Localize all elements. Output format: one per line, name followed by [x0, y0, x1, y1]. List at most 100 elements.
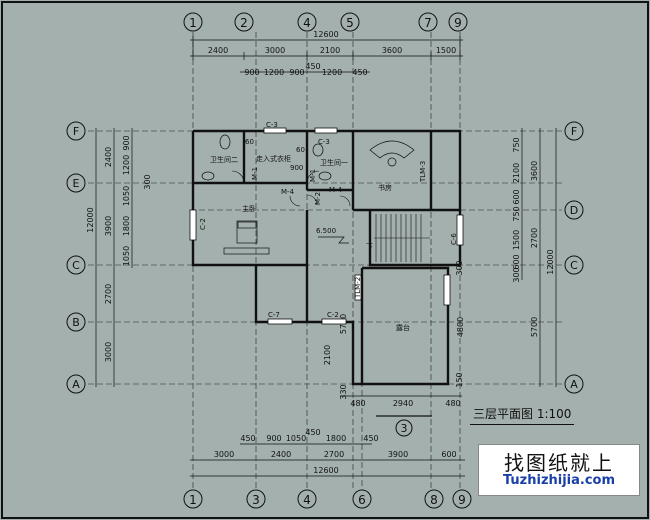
dim-left-3: 1200	[122, 155, 131, 175]
bottom-dimension-labels: 450 900 1050 450 1800 450 3000 2400 2700…	[214, 260, 464, 475]
axis-left-A: A	[72, 378, 80, 391]
right-dimension-labels: 750 2100 600 750 1500 600 300 3600 2700 …	[456, 137, 555, 337]
door-label-tlm3: TLM-3	[419, 161, 427, 183]
top-axis-labels: 1 2 4 5 7 9	[189, 16, 462, 30]
door-swing-m4-right	[339, 195, 351, 207]
dim-right-mid-3: 4800	[456, 317, 465, 337]
desk-icon	[369, 140, 415, 159]
top-dimension-labels: 12600 2400 3000 2100 3600 1500 900 1200 …	[208, 30, 456, 77]
axis-bottom-6: 9	[458, 493, 466, 507]
axis-bottom-2: 3	[252, 493, 260, 507]
section-marker-label: 3	[401, 422, 408, 435]
dim-left-1: 2400	[104, 147, 113, 167]
axis-left-E: E	[73, 177, 80, 190]
dim-right-2: 2100	[512, 163, 521, 183]
axis-right-D: D	[570, 204, 578, 217]
dim-inner-1: 2100	[323, 345, 332, 365]
brand-badge[interactable]: 找图纸就上 Tuzhizhijia.com	[478, 444, 640, 496]
axis-left-C: C	[72, 259, 80, 272]
window-label-c2-bottom: C-2	[327, 311, 339, 319]
dim-top-span-4: 3600	[382, 46, 402, 55]
axis-bottom-4: 6	[358, 493, 366, 507]
dim-bottom-span-4: 3900	[388, 450, 408, 459]
dim-left-total: 12000	[86, 207, 95, 232]
brand-name: 找图纸就上	[504, 451, 614, 475]
dim-terrace-4: 480	[445, 399, 460, 408]
plan-labels: 卫生间二 卫生间一 走入式衣柜 主卧 书房 露台 6.500 下 C-3 C-3…	[199, 121, 458, 332]
dim-right-total: 12000	[546, 249, 555, 274]
dim-left-4: 300	[143, 174, 152, 189]
dim-right-mid-1: 3600	[530, 161, 539, 181]
brand-url[interactable]: Tuzhizhijia.com	[502, 473, 616, 488]
level-mark	[318, 236, 349, 244]
dim-label-900: 900	[290, 164, 303, 172]
bottom-axis-bubbles	[183, 489, 472, 509]
dim-top-span-2: 3000	[265, 46, 285, 55]
door-label-m4-right: M-4	[329, 186, 343, 194]
section-marker: 3	[376, 415, 432, 437]
dim-left-mid-3: 3000	[104, 342, 113, 362]
room-label-master: 主卧	[242, 204, 256, 213]
axis-top-5: 7	[424, 16, 432, 30]
axis-top-1: 1	[189, 16, 197, 30]
dim-label-60-b: 60	[296, 146, 305, 154]
level-label: 6.500	[316, 227, 336, 235]
chair-icon	[387, 157, 397, 167]
dim-top-sub-4: 450	[305, 62, 320, 71]
stair-down-label: 下	[366, 243, 373, 251]
dim-right-6: 600	[512, 254, 521, 269]
dim-bottom-span-1: 3000	[214, 450, 234, 459]
bed-icon	[236, 220, 258, 244]
sink-icon	[318, 171, 332, 181]
toilet-icon	[312, 143, 324, 157]
dim-top-sub-2: 1200	[264, 68, 284, 77]
door-swing-m4-left	[289, 195, 301, 207]
axis-top-6: 9	[454, 16, 462, 30]
dim-terrace-3: 2940	[393, 399, 413, 408]
door-swing-m1-left	[231, 170, 245, 184]
door-swing-m2	[306, 194, 318, 206]
dim-label-60-a: 60	[245, 138, 254, 146]
room-label-study: 书房	[378, 183, 392, 192]
dim-right-mid-2: 2700	[530, 228, 539, 248]
dim-bottom-sub-5: 1800	[326, 434, 346, 443]
room-label-closet: 走入式衣柜	[256, 154, 291, 163]
dim-bottom-total: 12600	[313, 466, 338, 475]
wardrobe-icon	[223, 247, 270, 255]
dim-right-5: 1500	[512, 230, 521, 250]
dim-inner-3: 300	[455, 260, 464, 275]
dim-bottom-sub-1: 450	[240, 434, 255, 443]
sink-icon	[201, 171, 215, 181]
dim-bottom-sub-4: 450	[305, 428, 320, 437]
top-axis-bubbles	[183, 12, 468, 32]
dim-terrace-1: 330	[339, 384, 348, 399]
axis-right-F: F	[571, 125, 577, 138]
door-label-m1-left: M-1	[251, 167, 259, 180]
axis-top-4: 5	[346, 16, 354, 30]
dim-left-mid-2: 2700	[104, 284, 113, 304]
room-label-bath1: 卫生间一	[320, 158, 348, 167]
axis-right-A: A	[570, 378, 578, 391]
axis-top-3: 4	[303, 16, 311, 30]
dim-right-4: 750	[512, 206, 521, 221]
axis-right-C: C	[570, 259, 578, 272]
axis-left-B: B	[72, 316, 80, 329]
dim-top-sub-3: 900	[289, 68, 304, 77]
dim-inner-4: 150	[455, 372, 464, 387]
left-dimension-labels: 12000 2400 3900 2700 3000 900 1200 300 1…	[86, 135, 152, 362]
dim-top-sub-5: 1200	[322, 68, 342, 77]
dim-bottom-sub-3: 1050	[286, 434, 306, 443]
window-label-c7: C-7	[268, 311, 280, 319]
axis-top-2: 2	[240, 16, 248, 30]
dim-top-span-1: 2400	[208, 46, 228, 55]
dim-right-1: 750	[512, 137, 521, 152]
windows	[189, 127, 464, 325]
drawing-title: 三层平面图 1:100	[470, 405, 575, 425]
door-label-m2: M-2	[314, 192, 322, 205]
dim-terrace-2: 480	[350, 399, 365, 408]
dim-bottom-sub-2: 900	[266, 434, 281, 443]
window-label-c2-left: C-2	[199, 218, 207, 230]
